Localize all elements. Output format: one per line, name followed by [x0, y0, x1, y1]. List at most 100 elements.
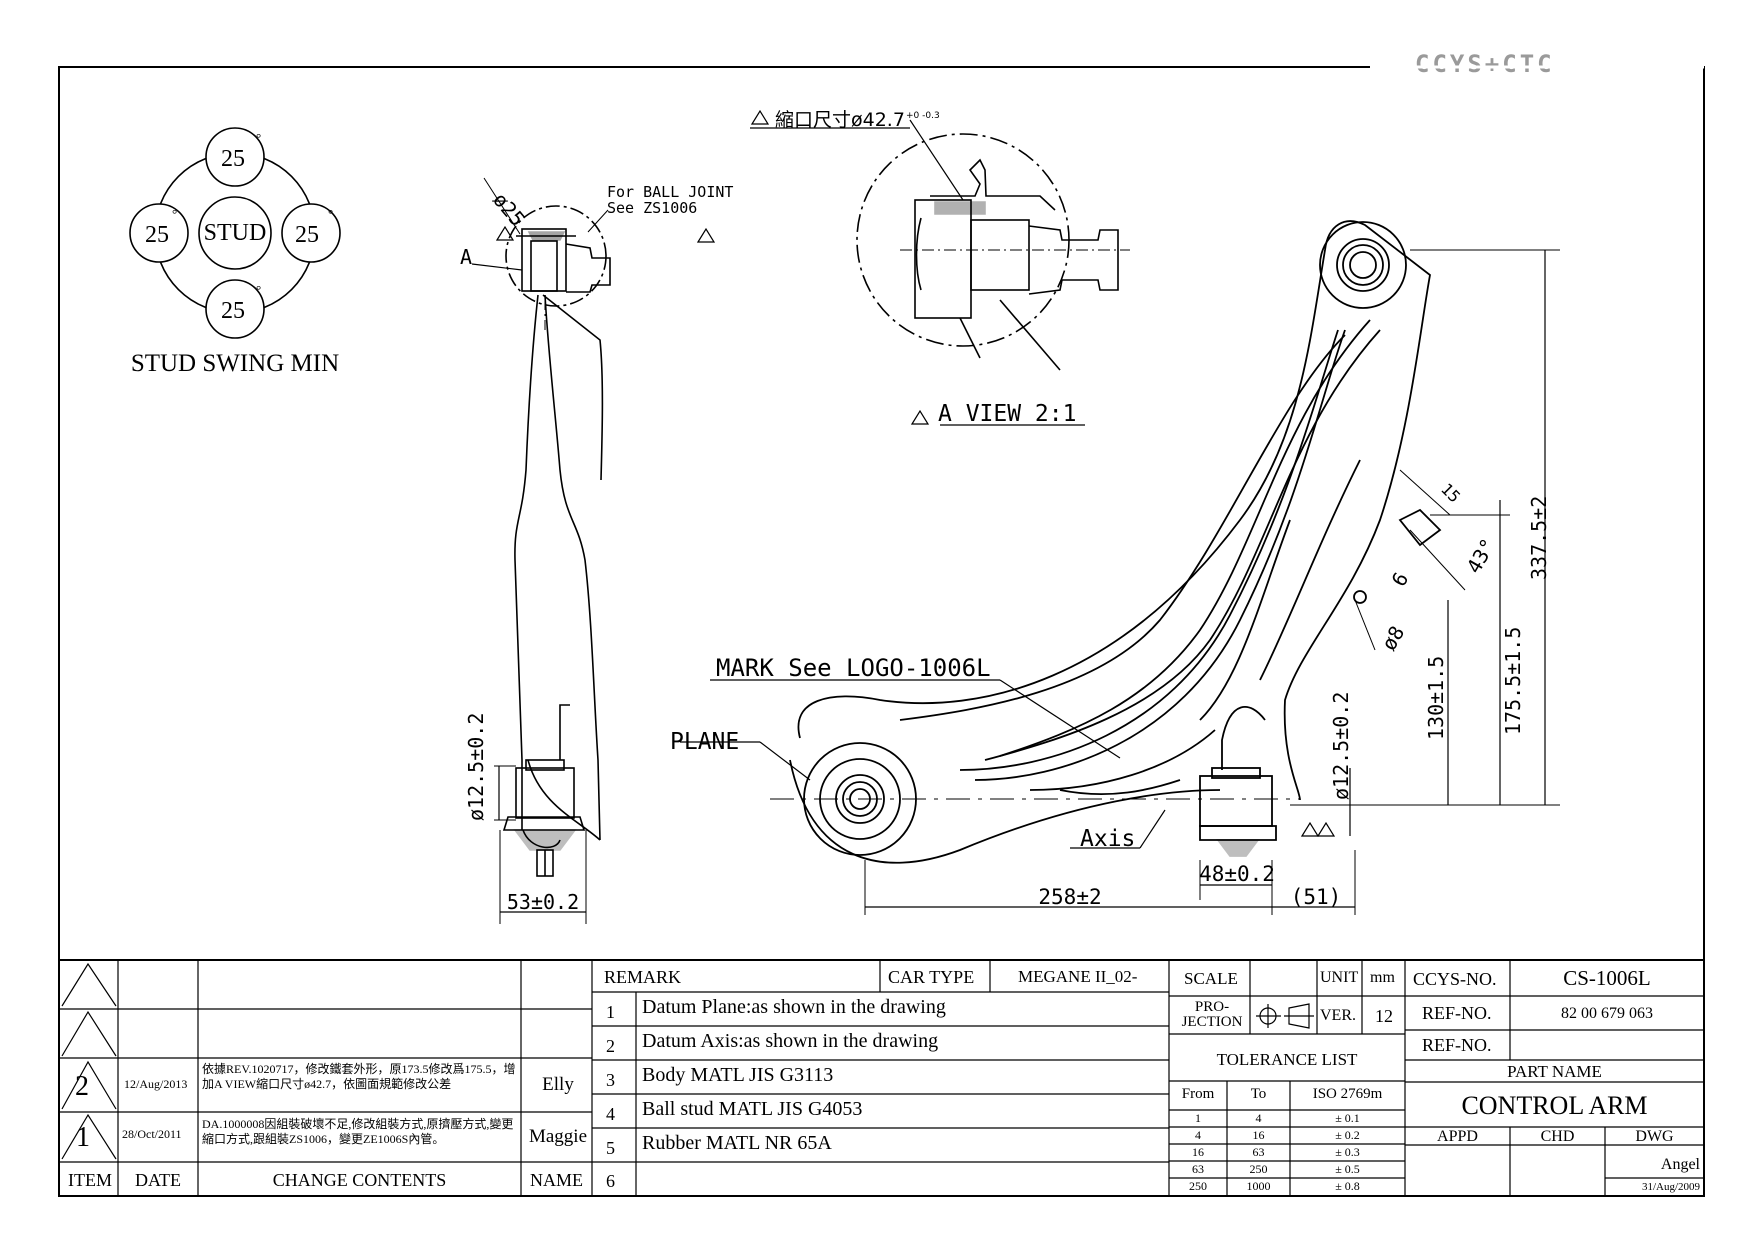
tol-to-1: 4: [1255, 1111, 1262, 1125]
tol-header-from: From: [1181, 1086, 1215, 1102]
dwg-label: DWG: [1635, 1128, 1674, 1145]
swing-caption: STUD SWING MIN: [131, 350, 339, 377]
rev-header-name: NAME: [530, 1170, 583, 1190]
swing-right-deg: °: [328, 206, 333, 221]
swing-circle-bottom: [205, 279, 265, 339]
ref-no2-label: REF-NO.: [1422, 1035, 1492, 1055]
swing-center-label: STUD: [204, 220, 267, 246]
dim-15: 15: [1437, 479, 1464, 506]
car-type-value: MEGANE II_02-: [1018, 967, 1138, 986]
plane-label: PLANE: [670, 729, 739, 755]
tol-from-2: 4: [1195, 1128, 1201, 1142]
remark-text-3: Body MATL JIS G3113: [642, 1064, 834, 1086]
remark-header: REMARK: [604, 967, 682, 987]
appd-label: APPD: [1437, 1128, 1478, 1145]
tol-to-4: 250: [1249, 1162, 1268, 1176]
unit-value: mm: [1370, 969, 1395, 986]
rev-date-2: 12/Aug/2013: [124, 1077, 188, 1091]
ball-joint-note-2: See ZS1006: [607, 199, 697, 217]
dim-51: (51): [1291, 885, 1342, 909]
rev-name-1: Maggie: [528, 1126, 588, 1147]
dim-130: 130±1.5: [1424, 656, 1448, 740]
chd-label: CHD: [1540, 1128, 1575, 1145]
stud-swing-diagram: 25 ° 25 ° 25 ° 25 ° STUD STUD SWING MIN: [129, 127, 341, 377]
swing-circle-center: [198, 196, 272, 270]
dim-angle: 43°: [1462, 534, 1501, 577]
company-logo: CCYS+CTC: [1415, 50, 1555, 78]
tol-value-2: ± 0.2: [1335, 1128, 1360, 1142]
dim-337: 337.5±2: [1527, 496, 1551, 580]
drawing-border: [58, 66, 1705, 1197]
part-name-value: CONTROL ARM: [1461, 1091, 1648, 1120]
tol-from-3: 16: [1192, 1145, 1204, 1159]
remark-text-1: Datum Plane:as shown in the drawing: [642, 996, 946, 1018]
tol-to-3: 63: [1252, 1145, 1265, 1159]
remark-no-1: 1: [606, 1002, 615, 1022]
mark-note: MARK See LOGO-1006L: [716, 654, 991, 682]
ccys-no-label: CCYS-NO.: [1413, 969, 1497, 989]
detail-shrink-tol: +0 -0.3: [906, 111, 940, 121]
tol-to-2: 16: [1252, 1128, 1265, 1142]
swing-circle-right: [281, 203, 341, 263]
remark-no-3: 3: [606, 1070, 615, 1090]
side-view: [471, 177, 611, 924]
tolerance-title: TOLERANCE LIST: [1216, 1050, 1358, 1069]
swing-circle-top: [205, 127, 265, 187]
ccys-no-value: CS-1006L: [1563, 966, 1651, 990]
view-marker-a: A: [460, 245, 472, 269]
dim-48: 48±0.2: [1199, 862, 1275, 886]
part-name-label: PART NAME: [1507, 1062, 1602, 1081]
side-dim-bushing-dia: ø12.5±0.2: [464, 713, 488, 821]
remark-text-4: Ball stud MATL JIS G4053: [642, 1098, 863, 1120]
detail-view-a: [750, 119, 1130, 426]
swing-left-value: 25: [145, 222, 169, 248]
ver-value: 12: [1375, 1006, 1393, 1026]
remark-no-4: 4: [606, 1104, 615, 1124]
remark-text-2: Datum Axis:as shown in the drawing: [642, 1030, 939, 1052]
projection-label: PRO- JECTION: [1181, 999, 1243, 1030]
tol-from-1: 1: [1195, 1111, 1201, 1125]
ball-joint-note-1: For BALL JOINT: [607, 183, 733, 201]
swing-top-deg: °: [256, 130, 261, 145]
projection-symbol-icon: [1256, 1003, 1314, 1029]
swing-right-value: 25: [295, 222, 319, 248]
dim-175: 175.5±1.5: [1501, 627, 1525, 735]
scale-label: SCALE: [1184, 969, 1238, 988]
tol-value-5: ± 0.8: [1335, 1179, 1360, 1193]
tol-value-1: ± 0.1: [1335, 1111, 1360, 1125]
side-dim-width: 53±0.2: [507, 890, 579, 914]
swing-circle-left: [129, 203, 189, 263]
tol-from-5: 250: [1189, 1179, 1207, 1193]
swing-left-deg: °: [172, 206, 177, 221]
title-block-grid: [59, 959, 1704, 1196]
dim-length: 258±2: [1038, 885, 1101, 909]
ref-no-value: 82 00 679 063: [1561, 1005, 1653, 1022]
swing-bottom-deg: °: [256, 282, 261, 297]
rev-header-item: ITEM: [68, 1170, 112, 1190]
rev-header-date: DATE: [135, 1170, 181, 1190]
rev-date-1: 28/Oct/2011: [122, 1127, 182, 1141]
tol-header-to: To: [1250, 1086, 1267, 1102]
tol-value-3: ± 0.3: [1335, 1145, 1360, 1159]
rev-header-contents: CHANGE CONTENTS: [272, 1170, 447, 1190]
car-type-label: CAR TYPE: [888, 967, 975, 987]
rev-contents-2: 依據REV.1020717，修改鐵套外形，原173.5修改爲175.5，增加A …: [202, 1062, 516, 1091]
revision-triangle-icons: [495, 109, 1336, 837]
detail-shrink-note: 縮口尺寸ø42.7: [775, 109, 905, 131]
swing-bottom-value: 25: [221, 298, 245, 324]
remark-text-5: Rubber MATL NR 65A: [642, 1132, 832, 1154]
ref-no-label: REF-NO.: [1422, 1003, 1492, 1023]
drawn-date: 31/Aug/2009: [1641, 1181, 1700, 1193]
unit-label: UNIT: [1320, 969, 1359, 986]
tol-header-iso: ISO 2769m: [1312, 1086, 1383, 1102]
detail-view-title: A VIEW 2:1: [938, 401, 1076, 427]
tol-from-4: 63: [1192, 1162, 1204, 1176]
main-view: [680, 220, 1560, 915]
rev-contents-1: DA.1000008因組裝破壞不足,修改組裝方式,原擠壓方式,變更縮口方式,跟組…: [202, 1117, 514, 1146]
rev-item-1: 1: [76, 1122, 90, 1153]
axis-label: Axis: [1080, 826, 1135, 852]
tol-value-4: ± 0.5: [1335, 1162, 1360, 1176]
remark-no-2: 2: [606, 1036, 615, 1056]
dim-8: ø8: [1377, 622, 1410, 655]
